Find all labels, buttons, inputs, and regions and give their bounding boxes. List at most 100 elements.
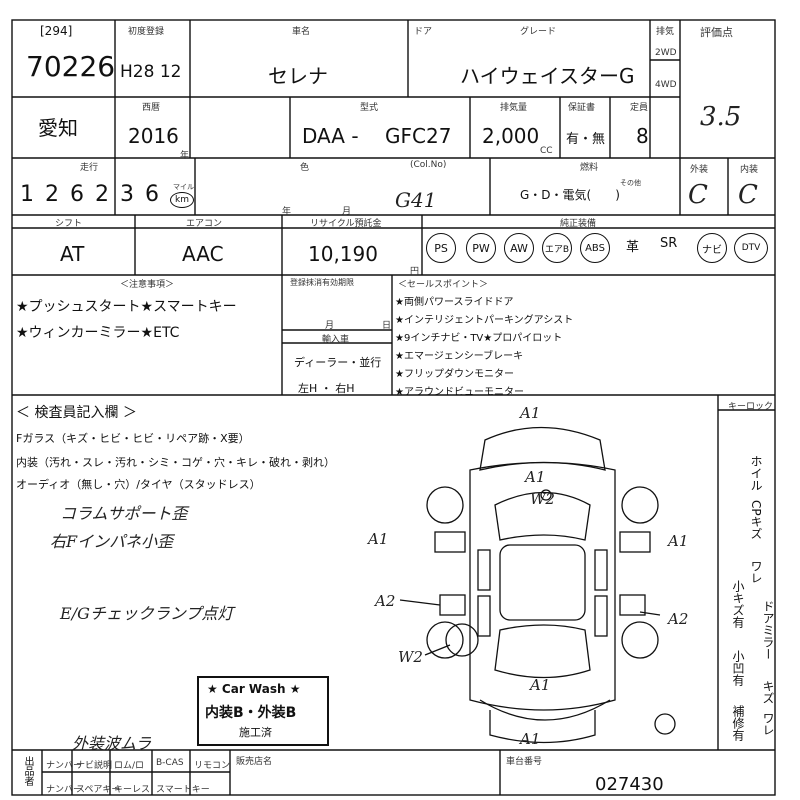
- mark-rear-bumper: A1: [520, 730, 541, 748]
- navi-cert-label: ナビ説明: [76, 761, 113, 771]
- aircon-label: エアコン: [186, 219, 223, 229]
- capacity-label: 定員: [630, 103, 649, 113]
- model-code: GFC27: [385, 124, 452, 148]
- key-lock-label: キーロック: [728, 402, 774, 412]
- warranty-label: 保証書: [568, 103, 596, 113]
- shift-label: シフト: [55, 219, 83, 229]
- vendor-label: 出品者: [22, 756, 33, 786]
- mileage-value: 1 2 6 2 3 6: [20, 182, 161, 207]
- hand-note-2: 右Fインパネ小歪: [50, 532, 174, 551]
- recycle-unit: 円: [410, 267, 420, 277]
- capacity-value: 8: [636, 124, 649, 148]
- sales-point-2: ★インテリジェントパーキングアシスト: [395, 315, 574, 326]
- note-2: ★ウィンカーミラー★ETC: [16, 325, 180, 341]
- model-prefix: DAA -: [302, 124, 359, 148]
- num-plate-label-2: ナンバー: [46, 785, 83, 795]
- prefecture: 愛知: [38, 116, 78, 140]
- equip-dtv: DTV: [734, 233, 768, 263]
- sales-area-label: 販売店名: [236, 757, 273, 767]
- equip-navi: ナビ: [697, 233, 727, 263]
- cc-unit: CC: [540, 146, 553, 156]
- interior-value: C: [738, 180, 758, 210]
- class-4wd: 4WD: [655, 80, 677, 90]
- hand-note-3: E/Gチェックランプ点灯: [60, 604, 234, 623]
- shift-value: AT: [60, 242, 85, 266]
- recycle-value: 10,190: [308, 242, 378, 266]
- exterior-value: C: [688, 180, 708, 210]
- import-label: 輸入車: [322, 335, 350, 345]
- fuel-value: G・D・電気( ): [520, 188, 620, 202]
- side-note-small-scratch: 小キズ有: [731, 580, 745, 628]
- equip-sr: SR: [660, 236, 678, 251]
- import-handle: 左H ・ 右H: [298, 382, 355, 395]
- keyless-label: キーレス: [114, 785, 151, 795]
- expiry-month: 月: [325, 321, 335, 331]
- side-note-repaired: 補修有: [731, 705, 745, 741]
- num-plate-label: ナンバー: [46, 761, 83, 771]
- mark-hood: A1: [525, 468, 546, 486]
- mark-right-rear: A2: [668, 610, 689, 628]
- grade-value: ハイウェイスターG: [460, 64, 635, 88]
- equipment-label: 純正装備: [560, 219, 597, 229]
- first-reg-value: H28 12: [120, 62, 182, 82]
- side-note-wheel: ホイル: [749, 455, 763, 491]
- lot-bracket: [294]: [40, 24, 73, 38]
- spare-key-label: スペアキー: [76, 785, 121, 795]
- recycle-label: リサイクル預託金: [310, 219, 382, 229]
- year-value: 2016: [128, 124, 179, 148]
- equip-airbag: エアB: [542, 233, 572, 263]
- mark-left-front: A1: [368, 530, 389, 548]
- inspection-label: ＜ 検査員記入欄 ＞: [16, 405, 137, 421]
- side-note-door-mirror: ドアミラー: [761, 600, 775, 660]
- model-label: 型式: [360, 103, 379, 113]
- mark-left-rear: A2: [375, 592, 396, 610]
- sales-point-1: ★両側パワースライドドア: [395, 297, 514, 308]
- color-label: 色: [300, 163, 310, 173]
- car-name-value: セレナ: [268, 64, 328, 88]
- caution-label: ＜注意事項＞: [120, 280, 175, 290]
- first-reg-label: 初度登録: [128, 27, 165, 37]
- equip-aw: AW: [504, 233, 534, 263]
- car-name-label: 車名: [292, 27, 311, 37]
- equip-leather: 革: [626, 240, 640, 255]
- class-2wd: 2WD: [655, 48, 677, 58]
- mark-roof-front: A1: [520, 404, 541, 422]
- registration-expiry-label: 登録抹消有効期限: [290, 278, 354, 287]
- reg-year-unit: 年: [282, 207, 292, 217]
- displacement-class-label: 排気: [656, 27, 675, 37]
- note-1: ★プッシュスタート★スマートキー: [16, 299, 237, 315]
- km-unit: km: [170, 192, 194, 208]
- interior-label: 内装: [740, 165, 759, 175]
- rating-label: 評価点: [700, 26, 733, 39]
- inspection-audio: オーディオ（無し・穴）/タイヤ（スタッドレス）: [16, 478, 261, 491]
- car-wash-title: ★ Car Wash ★: [207, 682, 301, 696]
- equip-ps: PS: [426, 233, 456, 263]
- mark-right-front: A1: [668, 532, 689, 550]
- side-note-crack-2: ワレ: [761, 712, 775, 736]
- sales-point-4: ★エマージェンシーブレーキ: [395, 351, 524, 362]
- equip-pw: PW: [466, 233, 496, 263]
- bcas-label: B-CAS: [156, 758, 184, 768]
- mileage-label: 走行: [80, 163, 99, 173]
- exterior-label: 外装: [690, 165, 709, 175]
- side-note-small-dent: 小凹有: [731, 650, 745, 686]
- lot-number: 70226: [26, 50, 116, 83]
- sales-point-3: ★9インチナビ・TV★プロパイロット: [395, 333, 563, 344]
- sales-points-label: ＜セールスポイント＞: [398, 280, 489, 290]
- side-note-scratch: キズ: [761, 680, 775, 704]
- color-code: G41: [395, 188, 437, 212]
- displacement-value: 2,000: [482, 124, 540, 148]
- mark-left-wheel: W2: [398, 648, 423, 666]
- dm-label: ロム/ロ: [114, 761, 145, 771]
- cola-no-label: (Col.No): [410, 160, 447, 170]
- sales-point-6: ★アラウンドビューモニター: [395, 387, 524, 398]
- side-note-crack-1: ワレ: [749, 560, 763, 584]
- warranty-value: 有・無: [566, 132, 606, 147]
- year-en-label: 西暦: [142, 103, 161, 113]
- hand-note-4: 外装波ムラ: [72, 734, 152, 753]
- remote-label: リモコン: [194, 761, 231, 771]
- mile-unit: マイル: [173, 183, 194, 191]
- fuel-label: 燃料: [580, 163, 599, 173]
- side-note-cp-scratch: CPキズ: [749, 500, 763, 540]
